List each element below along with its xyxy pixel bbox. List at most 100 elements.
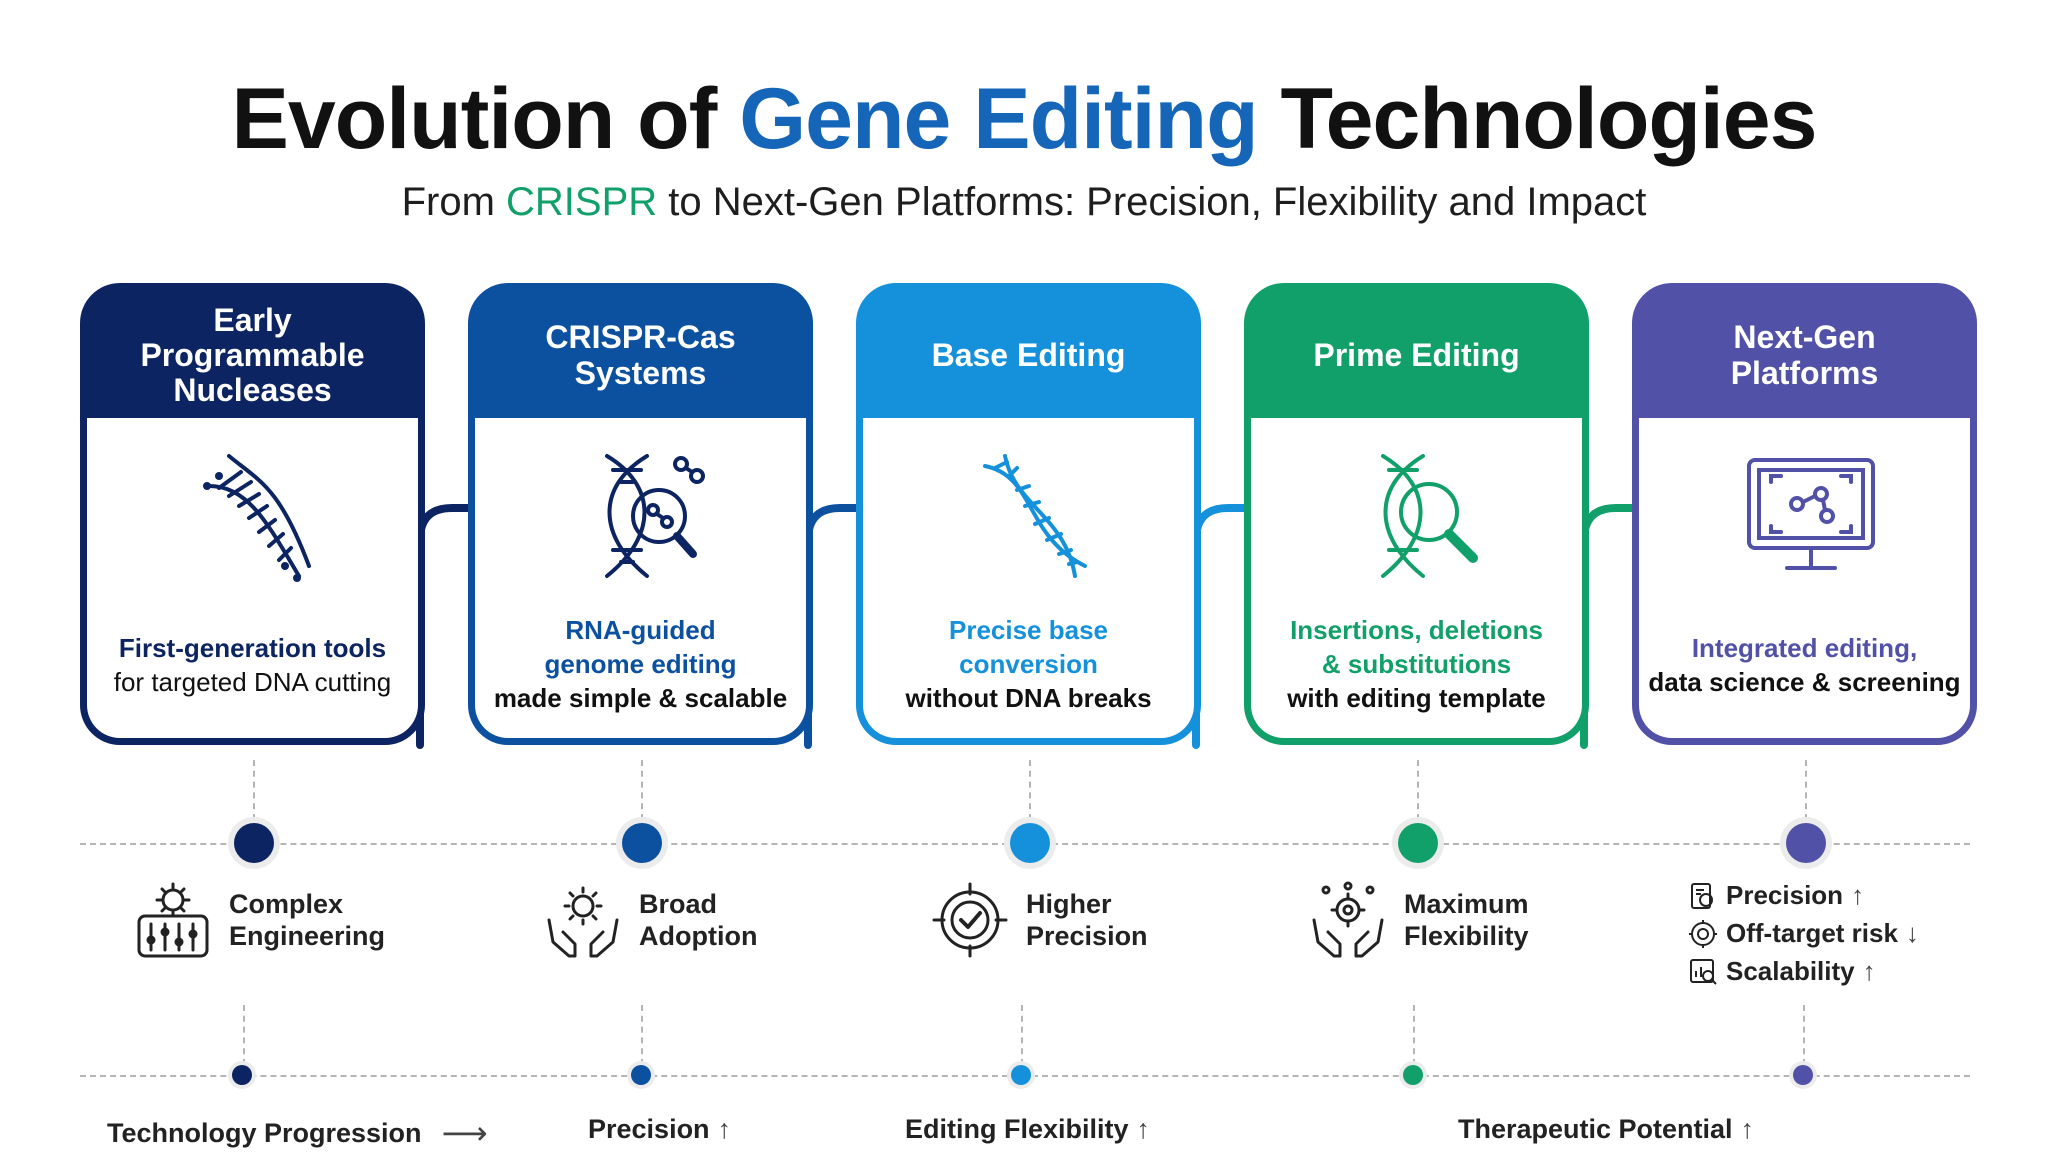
subtitle-highlight: CRISPR xyxy=(506,180,658,224)
stage-card-base-editing: Base Editing Precise base conversion wit… xyxy=(856,283,1201,745)
feature-label-line: Precision xyxy=(1026,921,1148,951)
up-arrow-icon: ↑ xyxy=(1136,1114,1151,1144)
timeline-dot xyxy=(1010,823,1050,863)
feature-label: Maximum Flexibility xyxy=(1404,888,1529,952)
stage-title-line: Systems xyxy=(574,354,707,391)
stage-title-line: Nucleases xyxy=(173,372,332,409)
vertical-guide xyxy=(243,1005,245,1065)
metric-label: Scalability xyxy=(1726,956,1855,986)
stage-card-early-nucleases: Early Programmable Nucleases First-gener… xyxy=(80,283,425,745)
timeline-dot xyxy=(1786,823,1826,863)
stage-desc-highlight: conversion xyxy=(959,649,1098,679)
stage-header: Prime Editing xyxy=(1244,283,1589,428)
stage-card-prime-editing: Prime Editing Insertions, deletions & su… xyxy=(1244,283,1589,745)
bottom-label-text: Precision xyxy=(588,1114,710,1144)
stage-body: First-generation tools for targeted DNA … xyxy=(80,418,425,745)
page-title: Evolution of Gene Editing Technologies xyxy=(0,70,2048,169)
timeline-dot-small xyxy=(631,1065,651,1085)
dna-molecule-magnifier-icon xyxy=(605,454,705,578)
stage-title-line: CRISPR-Cas xyxy=(545,319,736,356)
vertical-guide xyxy=(1805,760,1807,820)
vertical-guide xyxy=(1029,760,1031,820)
stage-description: Insertions, deletions & substitutions wi… xyxy=(1257,613,1576,715)
vertical-guide xyxy=(1021,1005,1023,1065)
vertical-guide xyxy=(1413,1005,1415,1065)
title-suffix: Technologies xyxy=(1257,71,1818,167)
feature-label-line: Higher xyxy=(1026,889,1112,919)
stage-title-line: Prime Editing xyxy=(1313,336,1520,373)
metric-label: Precision xyxy=(1726,880,1844,910)
timeline-dot-small xyxy=(1011,1065,1031,1085)
dna-helix-icon xyxy=(203,454,311,582)
feature-label: Complex Engineering xyxy=(229,888,385,952)
subtitle-prefix: From xyxy=(401,180,507,224)
timeline-dot xyxy=(622,823,662,863)
stage-body: Insertions, deletions & substitutions wi… xyxy=(1244,418,1589,745)
stage-desc-text: for targeted DNA cutting xyxy=(113,667,392,697)
bottom-label-text: Therapeutic Potential xyxy=(1458,1114,1733,1144)
timeline-dot-small xyxy=(1793,1065,1813,1085)
feature-label: Higher Precision xyxy=(1026,888,1148,952)
stage-desc-text: data science & screening xyxy=(1648,667,1961,697)
metric-label: Off-target risk xyxy=(1726,918,1898,948)
feature-label-line: Engineering xyxy=(229,921,386,951)
feature-complex-engineering: Complex Engineering xyxy=(133,880,385,960)
stage-body: Precise base conversion without DNA brea… xyxy=(856,418,1201,745)
feature-label: Broad Adoption xyxy=(639,888,757,952)
feature-label-line: Broad xyxy=(639,889,718,919)
up-arrow-icon: ↑ xyxy=(1740,1114,1755,1144)
stage-body: RNA-guided genome editing made simple & … xyxy=(468,418,813,745)
bottom-label-technology-progression: Technology Progression ⟶ xyxy=(107,1114,487,1152)
metric-precision: Precision ↑ xyxy=(1688,880,1864,911)
feature-broad-adoption: Broad Adoption xyxy=(543,880,757,960)
stage-description: Precise base conversion without DNA brea… xyxy=(869,613,1188,715)
stage-desc-highlight: First-generation tools xyxy=(118,633,387,663)
bottom-label-therapeutic-potential: Therapeutic Potential ↑ xyxy=(1458,1114,1754,1145)
stage-desc-highlight: & substitutions xyxy=(1321,649,1512,679)
right-arrow-icon: ⟶ xyxy=(441,1115,488,1151)
feature-label-line: Adoption xyxy=(639,921,758,951)
metric-arrow: ↓ xyxy=(1905,918,1919,948)
stage-description: First-generation tools for targeted DNA … xyxy=(93,631,412,699)
metric-off-target-risk: Off-target risk ↓ xyxy=(1688,918,1919,949)
dna-strand-icon xyxy=(983,454,1087,578)
stage-header: CRISPR-Cas Systems xyxy=(468,283,813,428)
up-arrow-icon: ↑ xyxy=(717,1114,732,1144)
bottom-label-text: Editing Flexibility xyxy=(905,1114,1129,1144)
vertical-guide xyxy=(253,760,255,820)
stage-title-line: Platforms xyxy=(1730,354,1879,391)
monitor-network-icon xyxy=(1747,458,1875,570)
metric-scalability: Scalability ↑ xyxy=(1688,956,1876,987)
chart-magnifier-icon xyxy=(1690,958,1717,985)
stage-description: Integrated editing, data science & scree… xyxy=(1645,631,1964,699)
vertical-guide xyxy=(1803,1005,1805,1065)
vertical-guide xyxy=(1417,760,1419,820)
document-gear-icon xyxy=(1691,882,1713,909)
stage-title-line: Next-Gen xyxy=(1733,319,1876,356)
stage-title-line: Programmable xyxy=(140,336,365,373)
hands-network-gear-icon xyxy=(1312,881,1384,958)
stage-header: Next-Gen Platforms xyxy=(1632,283,1977,428)
stage-body: Integrated editing, data science & scree… xyxy=(1632,418,1977,745)
stage-title-line: Base Editing xyxy=(931,336,1126,373)
stage-desc-highlight: Integrated editing, xyxy=(1691,633,1918,663)
gear-sliders-icon xyxy=(137,882,209,958)
timeline-dot xyxy=(234,823,274,863)
target-check-icon xyxy=(932,882,1008,958)
stage-desc-highlight: Precise base xyxy=(948,615,1108,645)
feature-label-line: Maximum xyxy=(1404,889,1529,919)
stage-desc-highlight: Insertions, deletions xyxy=(1290,615,1543,645)
metric-arrow: ↑ xyxy=(1862,956,1876,986)
title-prefix: Evolution of xyxy=(231,71,740,167)
stage-desc-text: made simple & scalable xyxy=(493,683,788,713)
stage-card-crispr-cas: CRISPR-Cas Systems RNA-guided genome edi… xyxy=(468,283,813,745)
stage-desc-highlight: RNA-guided xyxy=(565,615,716,645)
page-subtitle: From CRISPR to Next-Gen Platforms: Preci… xyxy=(0,180,2048,225)
title-highlight: Gene Editing xyxy=(739,71,1258,167)
bottom-label-editing-flexibility: Editing Flexibility ↑ xyxy=(905,1114,1150,1145)
feature-label-line: Flexibility xyxy=(1404,921,1529,951)
stage-desc-text: without DNA breaks xyxy=(905,683,1152,713)
metric-arrow: ↑ xyxy=(1851,880,1865,910)
timeline-dot-small xyxy=(1403,1065,1423,1085)
feature-higher-precision: Higher Precision xyxy=(930,880,1148,960)
